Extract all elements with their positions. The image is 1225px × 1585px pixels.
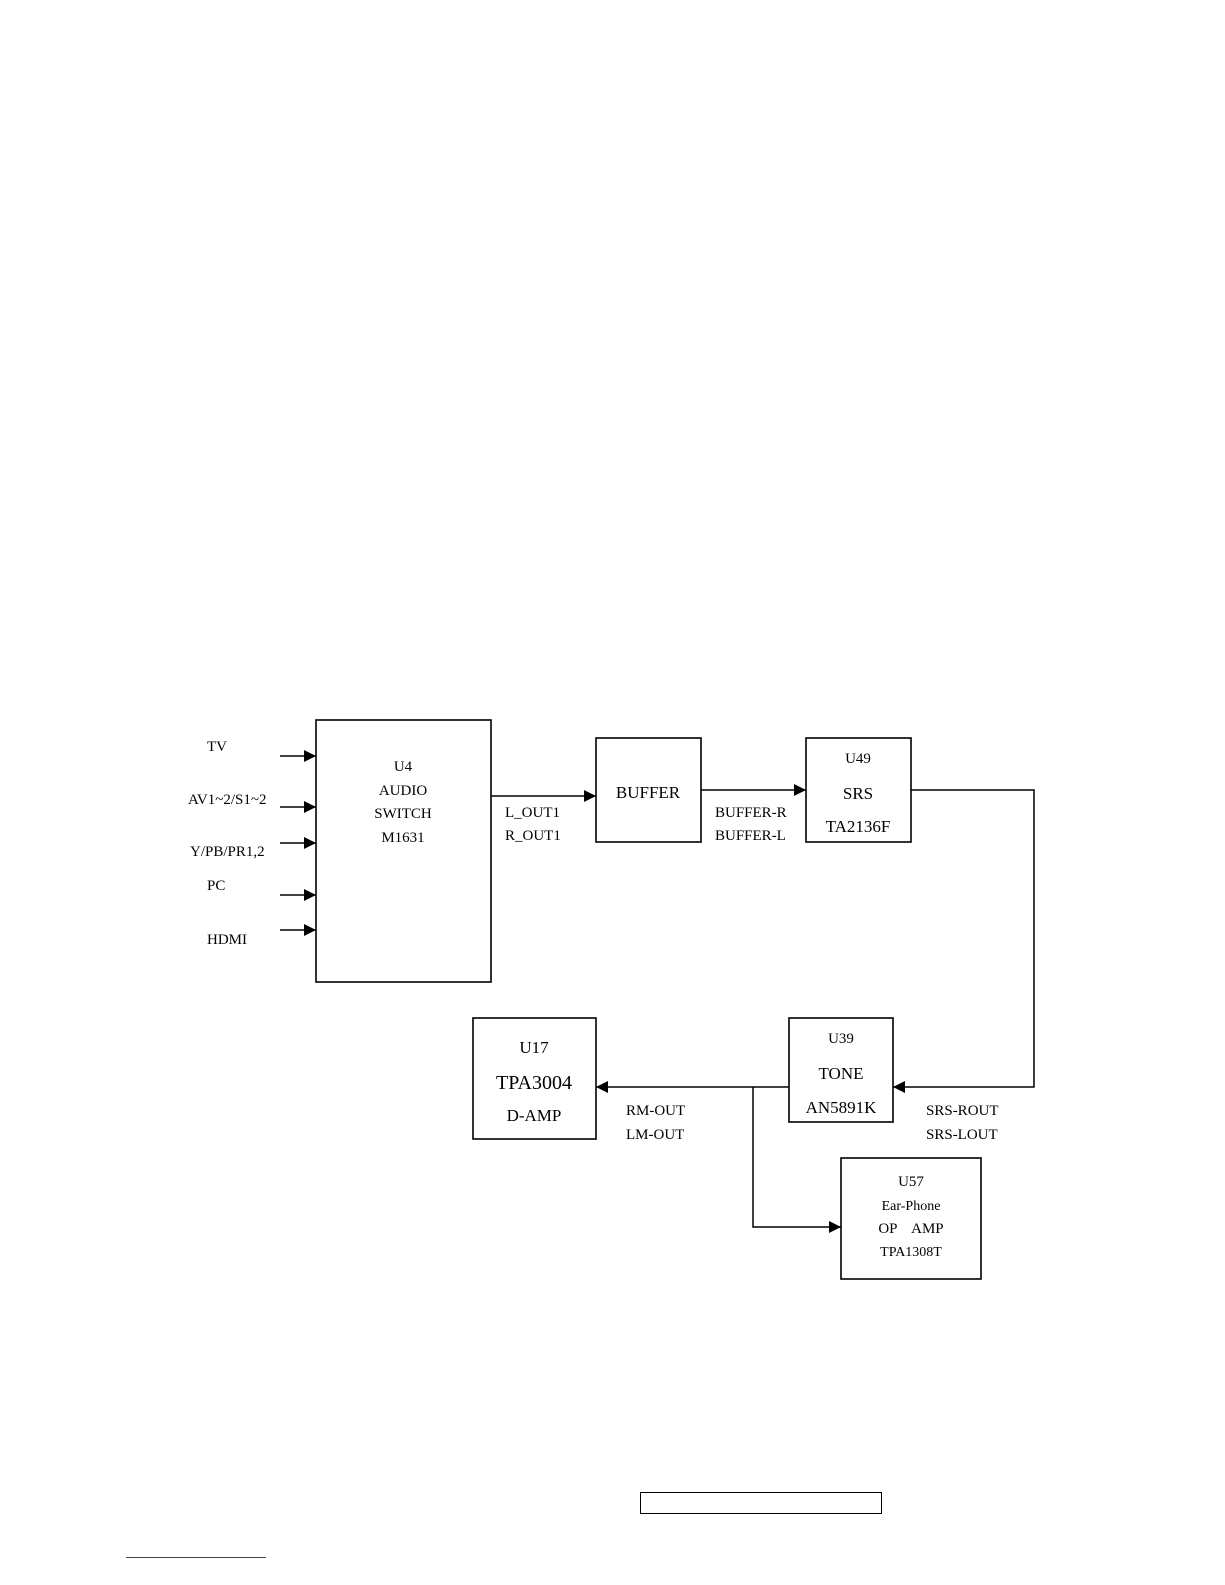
u49-ref: U49 — [845, 751, 871, 767]
input-label-av: AV1~2/S1~2 — [188, 792, 266, 808]
u4-line-audio: AUDIO — [379, 783, 427, 799]
u49-part-number: TA2136F — [826, 817, 891, 836]
input-label-ypbpr: Y/PB/PR1,2 — [190, 844, 265, 860]
u17-part-number: TPA3004 — [496, 1072, 572, 1094]
input-label-pc: PC — [207, 878, 225, 894]
buffer-label: BUFFER — [616, 783, 681, 802]
footer-link-underline — [126, 1557, 266, 1558]
u49-function: SRS — [843, 784, 873, 803]
signal-buffer-l: BUFFER-L — [715, 828, 786, 844]
u57-line-earphone: Ear-Phone — [882, 1199, 941, 1214]
signal-srs-lout: SRS-LOUT — [926, 1127, 998, 1143]
u39-ref: U39 — [828, 1031, 854, 1047]
signal-srs-rout: SRS-ROUT — [926, 1103, 999, 1119]
wire-srs-to-tone — [893, 790, 1034, 1087]
input-label-tv: TV — [207, 739, 227, 755]
u39-part-number: AN5891K — [806, 1098, 878, 1117]
u4-ref: U4 — [394, 759, 413, 775]
u4-line-switch: SWITCH — [374, 806, 432, 822]
signal-l-out1: L_OUT1 — [505, 805, 560, 821]
footer-box — [640, 1492, 882, 1514]
signal-rm-out: RM-OUT — [626, 1103, 685, 1119]
u17-ref: U17 — [519, 1038, 549, 1057]
signal-buffer-r: BUFFER-R — [715, 805, 787, 821]
u57-line-opamp: OP AMP — [878, 1221, 943, 1237]
signal-r-out1: R_OUT1 — [505, 828, 561, 844]
u4-part-number: M1631 — [381, 830, 424, 846]
u39-function: TONE — [818, 1064, 863, 1083]
u17-function: D-AMP — [507, 1106, 562, 1125]
u57-part-number: TPA1308T — [880, 1245, 942, 1260]
input-label-hdmi: HDMI — [207, 932, 247, 948]
u57-ref: U57 — [898, 1174, 924, 1190]
signal-lm-out: LM-OUT — [626, 1127, 684, 1143]
